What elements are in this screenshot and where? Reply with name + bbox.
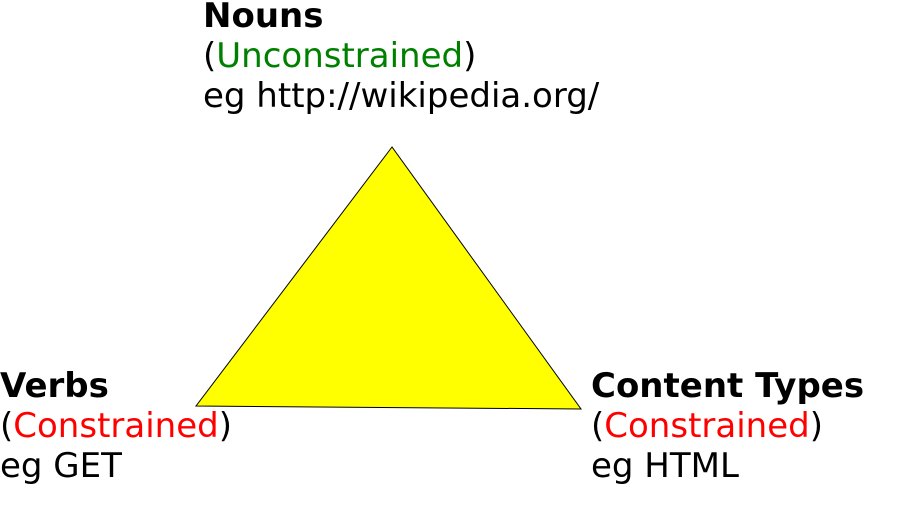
nouns-constraint-line: (Unconstrained) bbox=[203, 36, 599, 76]
nouns-example: eg http://wikipedia.org/ bbox=[203, 76, 600, 116]
nouns-title: Nouns bbox=[203, 0, 324, 36]
verbs-example: eg GET bbox=[0, 446, 122, 486]
verbs-open-paren: ( bbox=[0, 406, 14, 446]
verbs-constraint: Constrained bbox=[13, 406, 219, 446]
verbs-constraint-line: (Constrained) bbox=[0, 406, 232, 446]
content-types-label: Content Types (Constrained) eg HTML bbox=[591, 366, 864, 486]
verbs-title: Verbs bbox=[0, 366, 109, 406]
verbs-label: Verbs (Constrained) eg GET bbox=[0, 366, 232, 486]
verbs-close-paren: ) bbox=[218, 406, 232, 446]
nouns-label: Nouns (Unconstrained) eg http://wikipedi… bbox=[203, 0, 599, 116]
content-types-constraint: Constrained bbox=[604, 406, 810, 446]
content-types-constraint-line: (Constrained) bbox=[591, 406, 864, 446]
nouns-close-paren: ) bbox=[463, 36, 477, 76]
content-types-close-paren: ) bbox=[809, 406, 823, 446]
content-types-open-paren: ( bbox=[591, 406, 605, 446]
content-types-title: Content Types bbox=[591, 366, 865, 406]
nouns-constraint: Unconstrained bbox=[216, 36, 464, 76]
content-types-example: eg HTML bbox=[591, 446, 739, 486]
nouns-open-paren: ( bbox=[203, 36, 217, 76]
triangle bbox=[195, 146, 582, 410]
